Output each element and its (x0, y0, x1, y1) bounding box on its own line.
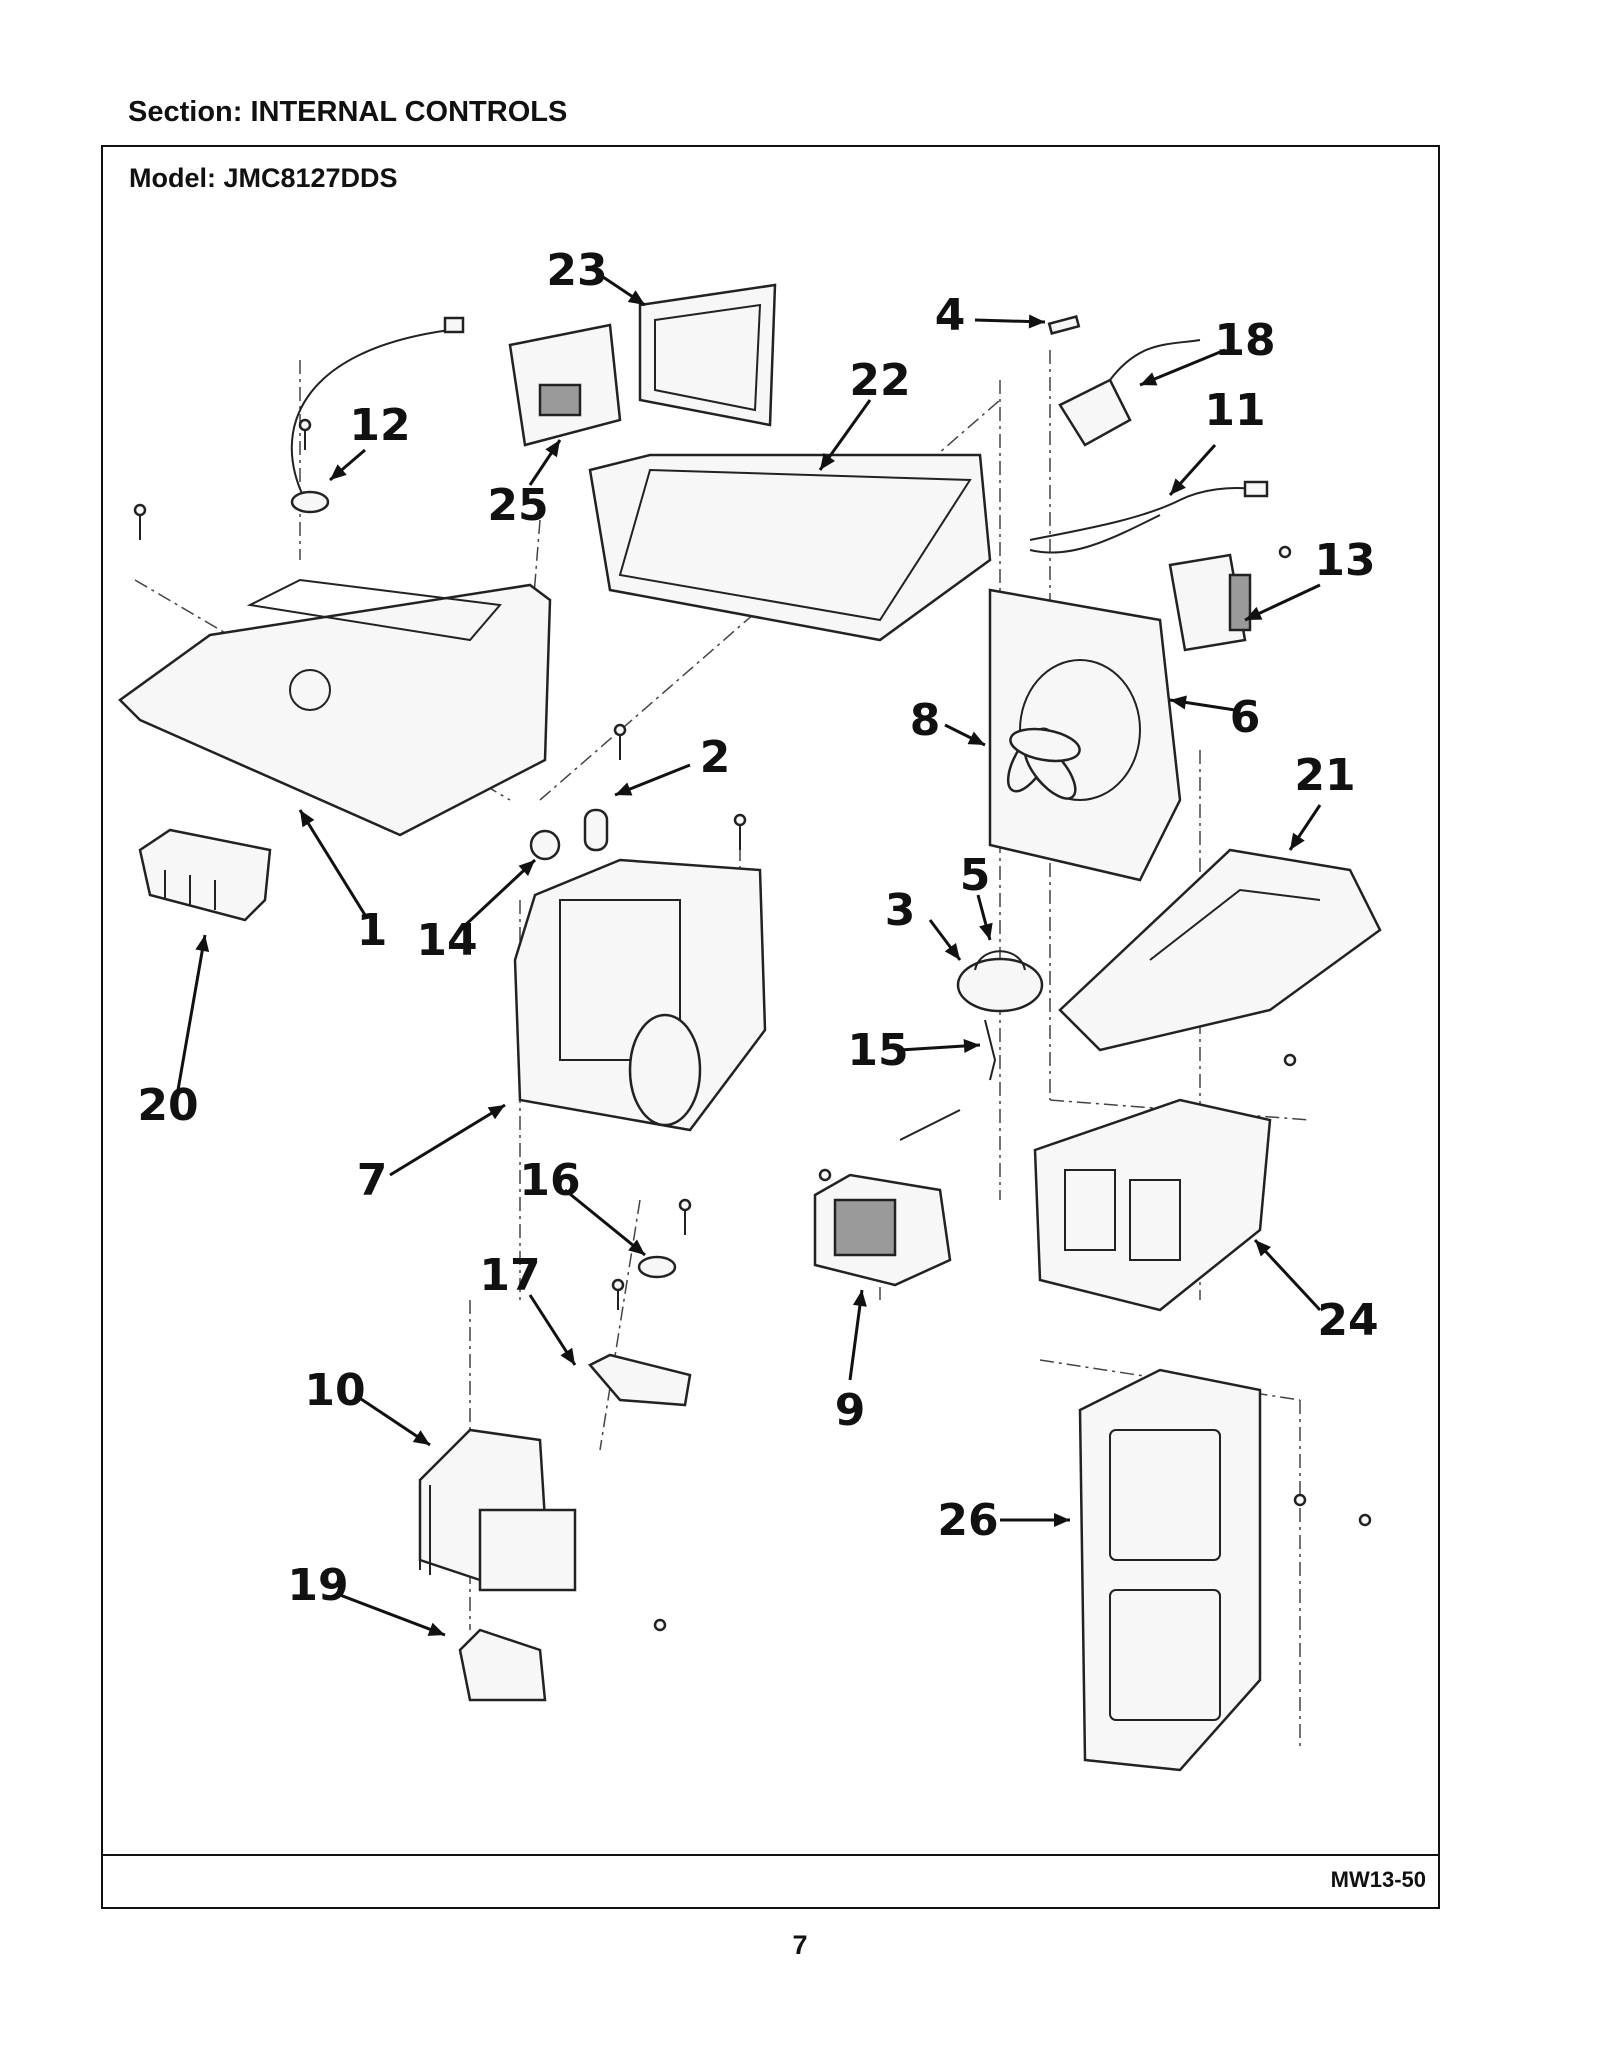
part-back-panel (1078, 1368, 1262, 1772)
callout-labels: 1234567891011121314151617181920212223242… (137, 245, 1378, 1611)
callout-arrowhead-11 (1170, 478, 1186, 495)
part-cover (458, 1628, 547, 1702)
callout-label-12: 12 (349, 400, 410, 451)
part-base-bracket (1058, 848, 1382, 1052)
part-thermal-fuse (637, 1255, 677, 1279)
callout-arrowhead-19 (427, 1622, 445, 1636)
part-chassis-bracket (1033, 1098, 1272, 1312)
callout-label-4: 4 (935, 290, 966, 341)
callout-arrowhead-6 (1170, 695, 1187, 710)
section-title: Section: INTERNAL CONTROLS (128, 96, 568, 128)
callout-leaders (176, 273, 1322, 1637)
part-base-plate (118, 578, 552, 837)
callout-label-5: 5 (960, 850, 991, 901)
part-noise-filter (1058, 339, 1201, 447)
callout-arrowhead-15 (963, 1039, 980, 1053)
callout-arrowhead-12 (330, 464, 347, 480)
callout-label-26: 26 (937, 1495, 998, 1546)
callout-label-14: 14 (416, 915, 477, 966)
part-fuse (1047, 315, 1081, 335)
callout-arrowhead-17 (560, 1347, 575, 1365)
callout-label-20: 20 (137, 1080, 198, 1131)
callout-label-13: 13 (1314, 535, 1375, 586)
callout-arrowhead-25 (545, 440, 560, 458)
callout-arrowhead-24 (1255, 1240, 1272, 1257)
callout-label-19: 19 (287, 1560, 348, 1611)
callout-leader-19 (339, 1593, 446, 1637)
part-bracket-plate (588, 1353, 692, 1407)
part-fan-motor (1168, 553, 1252, 652)
callout-arrowhead-10 (412, 1430, 430, 1445)
callout-arrowhead-18 (1140, 372, 1158, 386)
part-fan-blade (1006, 727, 1081, 800)
callout-label-1: 1 (357, 905, 388, 956)
callout-label-7: 7 (357, 1155, 388, 1206)
callout-label-6: 6 (1230, 692, 1261, 743)
callout-arrowhead-22 (820, 452, 835, 470)
part-power-cord (1029, 480, 1269, 554)
callout-arrowhead-21 (1290, 832, 1305, 850)
callout-label-24: 24 (1317, 1295, 1378, 1346)
callout-label-8: 8 (910, 695, 941, 746)
callout-label-2: 2 (700, 732, 731, 783)
callout-leader-7 (389, 1103, 506, 1177)
part-thermostat (529, 829, 561, 861)
page-number: 7 (792, 1930, 808, 1960)
part-control-board (508, 323, 622, 447)
part-diode (984, 1019, 997, 1081)
part-relay-housing (638, 283, 777, 427)
callout-arrowhead-7 (487, 1105, 505, 1120)
callout-leader-14 (458, 858, 537, 932)
callout-arrowhead-8 (967, 731, 985, 745)
part-magnetron (418, 1428, 577, 1592)
callout-leader-16 (564, 1188, 646, 1257)
callout-arrowhead-5 (979, 922, 993, 940)
callout-label-23: 23 (546, 245, 607, 296)
callout-arrowhead-2 (615, 782, 633, 796)
callout-arrowhead-20 (195, 935, 210, 952)
callout-label-9: 9 (835, 1385, 866, 1436)
callout-label-16: 16 (519, 1155, 580, 1206)
callout-arrowhead-14 (518, 860, 535, 877)
part-mounting-panel (588, 453, 992, 642)
callout-arrowhead-9 (852, 1290, 867, 1307)
callout-arrowhead-4 (1028, 314, 1045, 329)
callout-label-18: 18 (1214, 315, 1275, 366)
footer-divider (103, 1854, 1438, 1856)
diagram-frame: Model: JMC8127DDS MW13-50 (101, 145, 1440, 1909)
callout-arrowhead-1 (300, 810, 315, 828)
part-support-assembly (513, 858, 767, 1132)
callout-label-15: 15 (847, 1025, 908, 1076)
part-lamp (583, 808, 609, 852)
part-thermal-cutout (290, 316, 465, 514)
model-title: Model: JMC8127DDS (129, 163, 398, 193)
callout-arrowhead-16 (628, 1239, 645, 1255)
part-transformer (813, 1109, 961, 1287)
callout-arrowhead-23 (627, 290, 645, 305)
callout-label-3: 3 (885, 885, 916, 936)
callout-label-17: 17 (479, 1250, 540, 1301)
callout-leader-1 (298, 809, 367, 916)
callout-label-25: 25 (487, 480, 548, 531)
callout-label-10: 10 (304, 1365, 365, 1416)
callout-leader-20 (176, 934, 207, 1091)
part-fan-duct (988, 588, 1182, 882)
document-code: MW13-50 (1330, 1867, 1426, 1892)
callout-arrowhead-13 (1245, 606, 1263, 620)
callout-label-22: 22 (849, 355, 910, 406)
callout-arrowhead-3 (944, 943, 960, 960)
callout-arrowhead-26 (1054, 1513, 1070, 1527)
callout-label-21: 21 (1294, 750, 1355, 801)
screw-icons (133, 418, 1372, 1632)
part-bracket-small (138, 828, 272, 922)
part-capacitor (956, 950, 1044, 1013)
callout-label-11: 11 (1204, 385, 1265, 436)
